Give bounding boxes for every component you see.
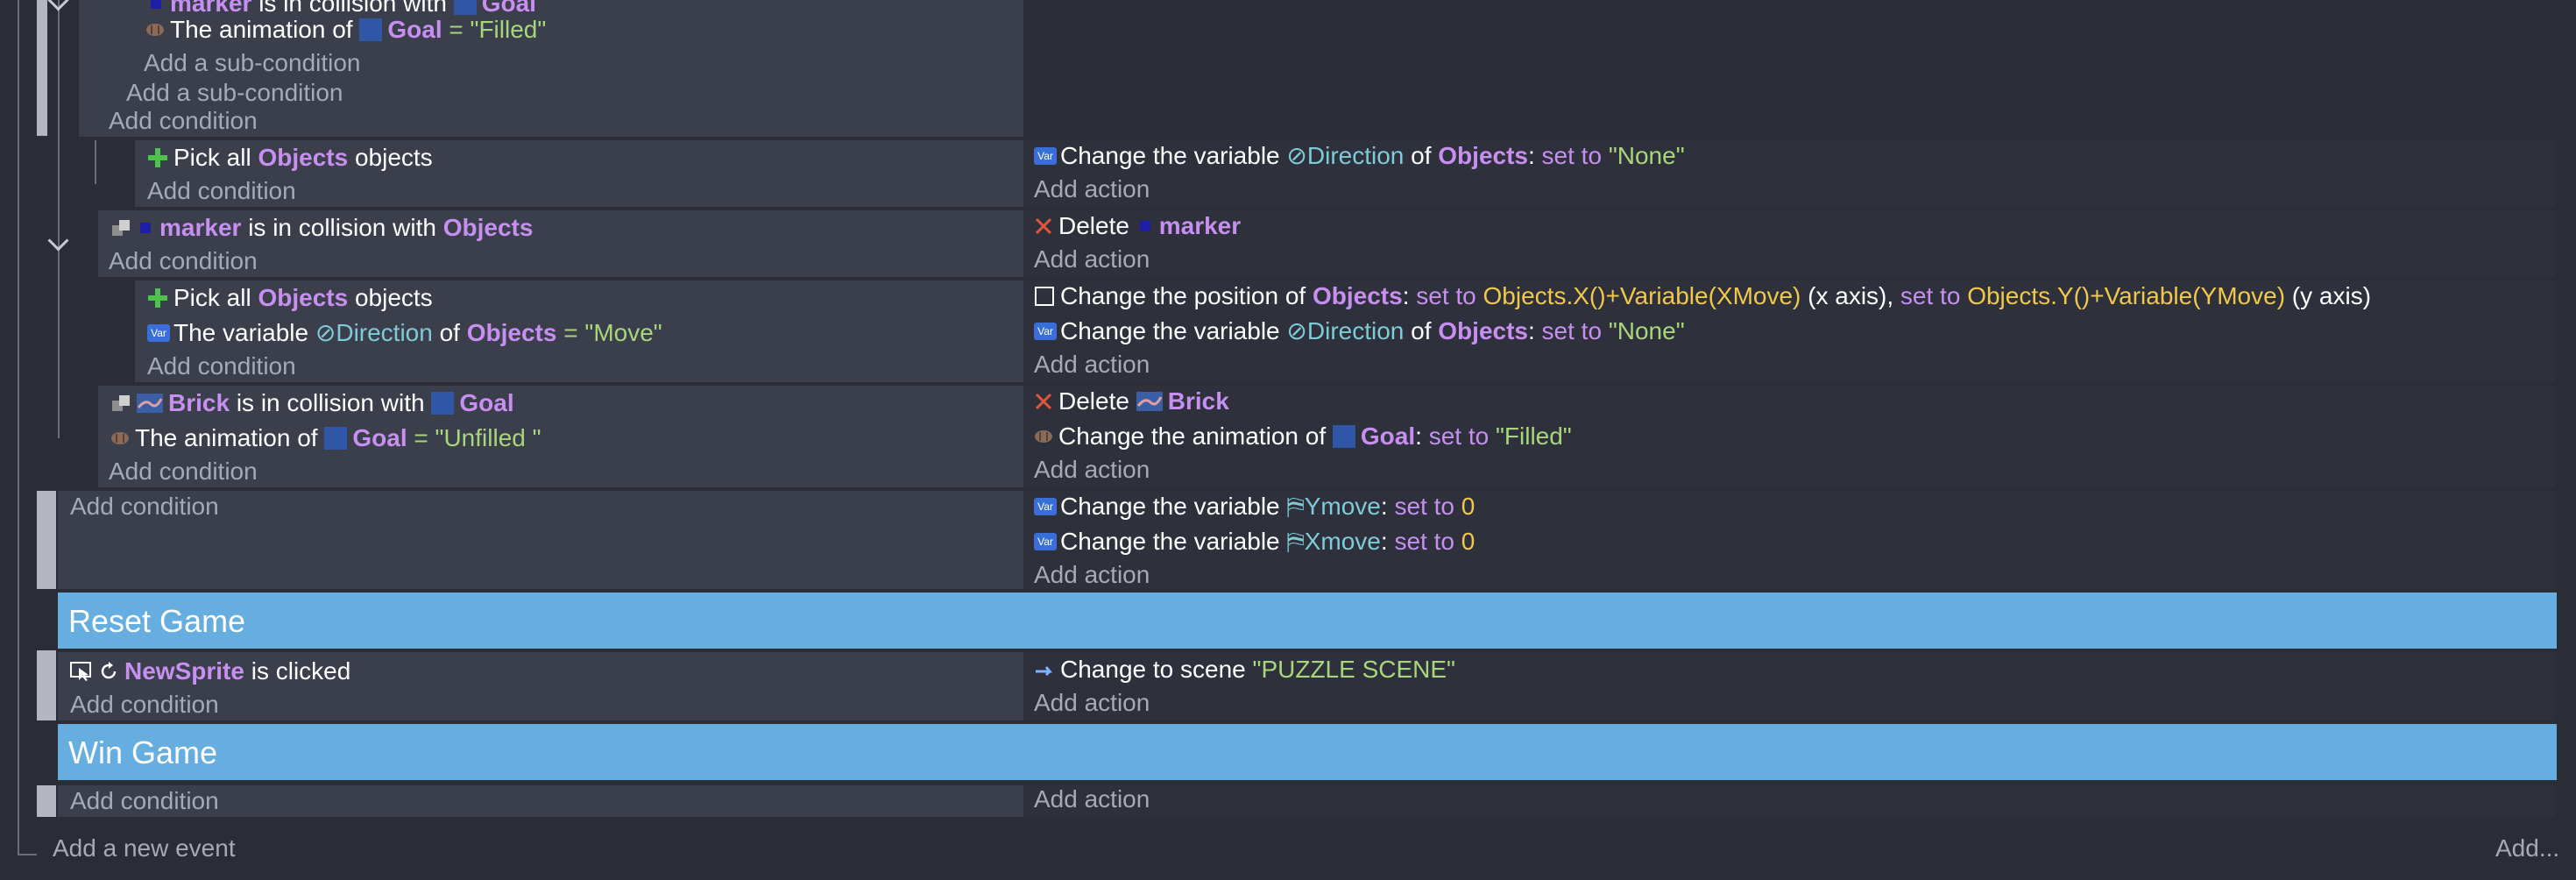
group-title: Win Game xyxy=(68,735,218,770)
group-win-game[interactable]: Win Game xyxy=(58,724,2557,780)
indent-bar xyxy=(37,0,47,136)
add-sub-condition-link[interactable]: Add a sub-condition xyxy=(126,79,343,106)
event-pick-all-move-conditions[interactable] xyxy=(135,280,1023,382)
tree-line-level2 xyxy=(95,140,96,184)
add-condition-link[interactable]: Add condition xyxy=(70,493,219,520)
event-marker-collision-actions[interactable] xyxy=(1023,210,2555,277)
event-newsprite-clicked-conditions[interactable] xyxy=(58,652,1023,720)
variable-icon: Var xyxy=(1034,532,1057,550)
add-action-link[interactable]: Add action xyxy=(1034,689,1150,716)
goal-object-icon xyxy=(1332,424,1355,448)
variable-icon: Var xyxy=(1034,322,1057,340)
goal-object-icon xyxy=(453,0,477,15)
collapse-chevron-icon[interactable] xyxy=(47,0,69,11)
variable-icon: Var xyxy=(1034,146,1057,165)
event-pick-all-conditions[interactable] xyxy=(135,140,1023,207)
pick-all-icon xyxy=(148,147,167,167)
add-action-link[interactable]: Add action xyxy=(1034,175,1150,202)
variable-icon: Var xyxy=(147,323,170,342)
cursor-click-icon xyxy=(70,661,91,681)
condition-brick-collision-goal[interactable]: Brick is in collision with Goal xyxy=(110,387,514,419)
marker-object-icon xyxy=(151,0,161,9)
action-delete-brick[interactable]: Delete Brick xyxy=(1034,386,1229,417)
brick-object-icon xyxy=(137,393,163,413)
animation-icon xyxy=(146,23,164,36)
tree-line-branch xyxy=(18,854,37,855)
event-reset-vars-actions[interactable] xyxy=(1023,491,2555,589)
add-menu-button[interactable]: Add... xyxy=(2495,834,2560,862)
add-condition-link[interactable]: Add condition xyxy=(147,177,296,204)
add-action-link[interactable]: Add action xyxy=(1034,351,1150,378)
marker-object-icon xyxy=(1139,220,1150,231)
object-variable-icon: ⊘ xyxy=(1286,317,1307,344)
action-delete-marker[interactable]: Delete marker xyxy=(1034,210,1241,242)
object-variable-icon: ⊘ xyxy=(315,319,336,346)
variable-icon: Var xyxy=(1034,497,1057,515)
event-empty-actions[interactable] xyxy=(1023,785,2555,817)
scene-variable-icon: ⛿ xyxy=(1286,528,1305,555)
position-icon xyxy=(1035,286,1054,306)
event-pick-all-move-actions[interactable] xyxy=(1023,280,2555,382)
collision-icon xyxy=(112,394,130,411)
event-pick-all-actions[interactable] xyxy=(1023,140,2555,207)
pick-all-icon xyxy=(148,287,167,308)
add-condition-link[interactable]: Add condition xyxy=(70,691,219,718)
event-empty-conditions[interactable] xyxy=(58,785,1023,817)
brick-object-icon xyxy=(1136,391,1163,411)
indent-bar xyxy=(37,650,56,720)
marker-object-icon xyxy=(140,222,151,233)
condition-newsprite-clicked[interactable]: NewSprite is clicked xyxy=(70,656,350,687)
add-condition-link[interactable]: Add condition xyxy=(147,352,296,380)
action-change-scene[interactable]: Change to scene "PUZZLE SCENE" xyxy=(1034,654,1455,685)
add-condition-link[interactable]: Add condition xyxy=(109,247,258,274)
condition-goal-animation-unfilled[interactable]: The animation of Goal = "Unfilled " xyxy=(110,422,541,454)
condition-marker-collision-objects[interactable]: marker is in collision with Objects xyxy=(110,212,533,244)
event-marker-collision-conditions[interactable] xyxy=(98,210,1023,277)
condition-pick-all-objects[interactable]: Pick all Objects objects xyxy=(147,142,433,174)
animation-icon xyxy=(111,431,129,444)
scene-variable-icon: ⛿ xyxy=(1286,493,1305,520)
delete-icon xyxy=(1035,217,1052,234)
goal-object-icon xyxy=(431,391,455,415)
add-action-link[interactable]: Add action xyxy=(1034,561,1150,588)
indent-bar xyxy=(37,491,56,589)
scene-change-icon xyxy=(1036,665,1053,676)
add-action-link[interactable]: Add action xyxy=(1034,785,1150,813)
collision-icon xyxy=(112,219,130,236)
tree-line-root xyxy=(18,0,19,855)
add-condition-link[interactable]: Add condition xyxy=(70,787,219,814)
add-sub-condition-link[interactable]: Add a sub-condition xyxy=(144,49,361,76)
action-change-animation-goal[interactable]: Change the animation of Goal: set to "Fi… xyxy=(1034,421,1572,452)
event-brick-collision-conditions[interactable] xyxy=(98,386,1023,487)
add-action-link[interactable]: Add action xyxy=(1034,456,1150,483)
refresh-icon xyxy=(101,661,117,678)
goal-object-icon xyxy=(324,426,348,450)
add-action-link[interactable]: Add action xyxy=(1034,245,1150,273)
action-change-position-objects[interactable]: Change the position of Objects: set to O… xyxy=(1034,280,2371,312)
event-brick-collision-actions[interactable] xyxy=(1023,386,2555,487)
group-title: Reset Game xyxy=(68,603,246,639)
object-variable-icon: ⊘ xyxy=(1286,142,1307,169)
goal-object-icon xyxy=(359,18,383,41)
condition-marker-collision-partial[interactable]: marker is in collision with Goal xyxy=(147,0,536,19)
add-condition-link[interactable]: Add condition xyxy=(109,458,258,485)
event-reset-vars-conditions[interactable] xyxy=(58,491,1023,589)
tree-line-level1 xyxy=(58,0,60,438)
group-reset-game[interactable]: Reset Game xyxy=(58,593,2557,649)
event-newsprite-clicked-actions[interactable] xyxy=(1023,652,2555,720)
add-new-event-link[interactable]: Add a new event xyxy=(53,834,236,862)
indent-bar xyxy=(37,785,56,817)
delete-icon xyxy=(1035,393,1052,409)
condition-pick-all-objects[interactable]: Pick all Objects objects xyxy=(147,282,433,314)
collapse-chevron-icon[interactable] xyxy=(47,230,69,252)
event-conditions-partial[interactable] xyxy=(79,0,1023,137)
add-condition-link[interactable]: Add condition xyxy=(109,107,258,134)
condition-goal-animation[interactable]: The animation of Goal = "Filled" xyxy=(145,14,546,46)
animation-icon xyxy=(1035,429,1052,443)
